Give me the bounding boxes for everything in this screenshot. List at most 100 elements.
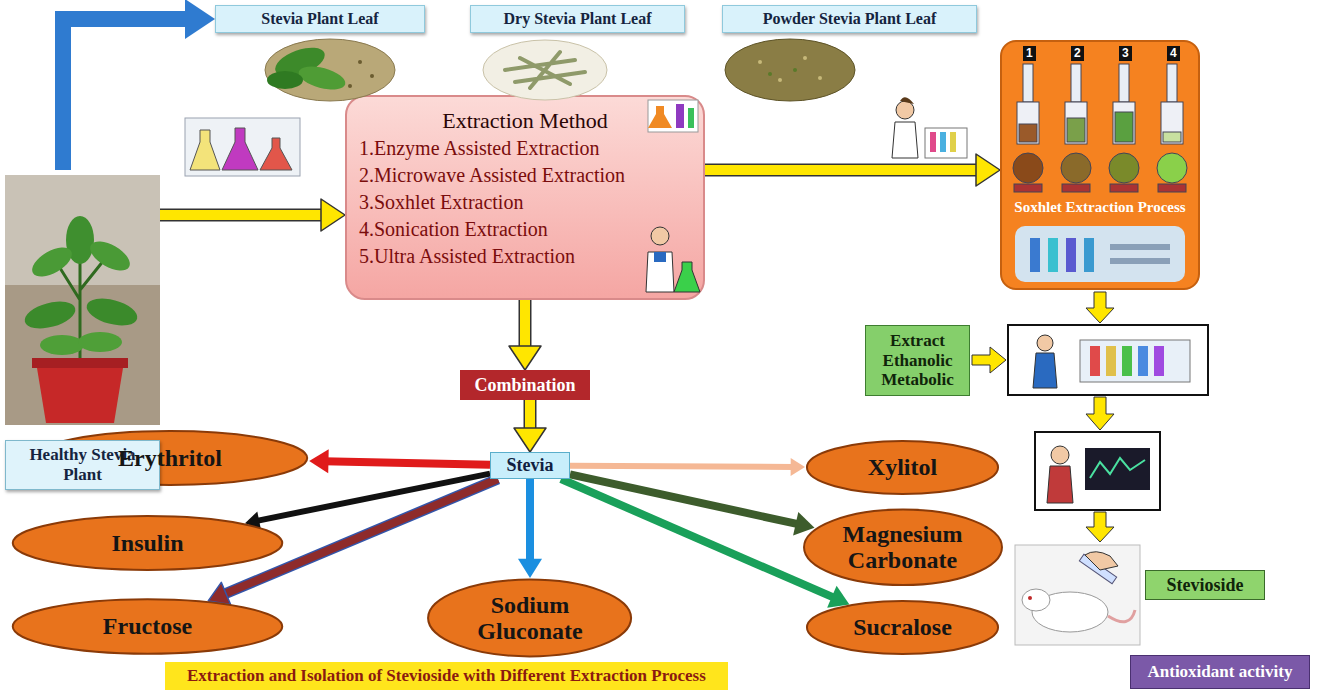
node-title: Fructose xyxy=(103,613,192,639)
leaf-label: Powder Stevia Plant Leaf xyxy=(722,5,977,33)
process-panel: Soxhlet Extraction Process xyxy=(1000,40,1200,290)
node-item: 4.Sonication Extraction xyxy=(359,216,691,243)
arrow-head xyxy=(976,154,1000,186)
flow-arrow xyxy=(309,449,490,473)
node-title: Extraction Method xyxy=(359,106,691,135)
dry-leaf-picture xyxy=(483,40,607,100)
oval-text-holder: Magnesium Carbonate xyxy=(833,521,973,574)
node-item: 3.Soxhlet Extraction xyxy=(359,189,691,216)
node-title: Extract Ethanolic Metabolic xyxy=(870,331,965,390)
node-title: Stevia Plant Leaf xyxy=(261,10,378,28)
flow-arrow-decor xyxy=(1086,397,1114,430)
result-box: Antioxidant activity xyxy=(1130,655,1310,689)
callout-number: 4 xyxy=(1167,46,1180,61)
product-oval: Magnesium Carbonate xyxy=(802,508,1004,587)
node-title: Powder Stevia Plant Leaf xyxy=(763,10,936,28)
caption-banner: Extraction and Isolation of Stevioside w… xyxy=(165,662,728,690)
flow-arrow xyxy=(570,474,815,535)
node-item: 1.Enzyme Assisted Extraction xyxy=(359,135,691,162)
flow-arrow xyxy=(509,300,541,370)
flow-arrow xyxy=(705,154,1000,186)
oval-text-holder: Insulin xyxy=(111,530,183,556)
tube-decor xyxy=(648,100,698,132)
node-title: Sodium Gluconate xyxy=(458,592,602,645)
flow-arrow xyxy=(518,479,542,578)
callout-number: 2 xyxy=(1071,46,1084,61)
arrow-outline xyxy=(160,209,327,222)
flow-arrow-decor xyxy=(1086,292,1114,323)
oval-text-holder: Erythritol xyxy=(118,445,222,471)
arrow-head xyxy=(208,582,230,604)
method-box: Extraction Method1.Enzyme Assisted Extra… xyxy=(345,95,705,300)
node-title: Stevia xyxy=(507,455,554,476)
process-box: Combination xyxy=(460,370,590,400)
arrow-head xyxy=(827,586,849,608)
arrow-shaft xyxy=(160,210,327,220)
soxhlet-apparatus xyxy=(1013,64,1187,192)
leaf-label: Dry Stevia Plant Leaf xyxy=(470,5,685,33)
node-title: Xylitol xyxy=(868,454,937,480)
product-oval: Fructose xyxy=(10,598,285,655)
arrow-head xyxy=(518,559,542,578)
node-title: Erythritol xyxy=(118,445,222,471)
arrow-outline xyxy=(519,300,532,352)
lab-photo xyxy=(1015,226,1185,282)
node-title: Dry Stevia Plant Leaf xyxy=(504,10,652,28)
arrow-head xyxy=(309,449,329,473)
node-title: Magnesium Carbonate xyxy=(833,521,973,574)
stevia-plant-picture xyxy=(5,175,160,425)
arrow-shaft xyxy=(705,165,982,175)
product-oval: Sucralose xyxy=(805,600,1000,655)
arrow-shaft xyxy=(561,479,836,599)
lab-screen-picture xyxy=(1008,325,1208,395)
callout-number: 1 xyxy=(1023,46,1036,61)
node-title: Soxhlet Extraction Process xyxy=(1008,199,1192,216)
callout-number: 3 xyxy=(1119,46,1132,61)
flow-arrow xyxy=(160,199,345,231)
flow-arrow-decor xyxy=(1086,512,1114,542)
arrow-shaft xyxy=(324,461,490,465)
arrow-head xyxy=(185,0,215,39)
process-box: Stevia xyxy=(490,452,570,479)
arrow-outline xyxy=(705,164,982,177)
arrow-head xyxy=(514,428,546,452)
process-box: Extract Ethanolic Metabolic xyxy=(865,325,970,396)
arrow-shaft xyxy=(570,466,794,467)
arrow-head xyxy=(791,458,805,476)
powder-leaf-picture xyxy=(725,39,855,101)
arrow-head xyxy=(321,199,345,231)
node-title: Stevioside xyxy=(1166,575,1243,596)
arrow-shaft xyxy=(526,479,534,564)
node-title: Sucralose xyxy=(853,614,952,640)
leaf-label: Stevia Plant Leaf xyxy=(215,5,425,33)
product-oval: Insulin xyxy=(10,515,285,571)
flow-arrow xyxy=(570,458,805,476)
oval-text-holder: Sucralose xyxy=(853,614,952,640)
product-oval: Xylitol xyxy=(805,440,1000,495)
node-item: 5.Ultra Assisted Extraction xyxy=(359,243,691,270)
oval-text-holder: Fructose xyxy=(103,613,192,639)
node-title: Insulin xyxy=(111,530,183,556)
result-box: Stevioside xyxy=(1145,570,1265,600)
node-title: Antioxidant activity xyxy=(1148,662,1293,682)
computer-picture xyxy=(1035,432,1160,510)
rat-picture xyxy=(1015,545,1140,645)
node-item: 2.Microwave Assisted Extraction xyxy=(359,162,691,189)
arrow-head xyxy=(509,346,541,370)
fresh-leaf-picture xyxy=(265,39,395,101)
node-title: Combination xyxy=(474,375,575,396)
flask-picture xyxy=(185,118,300,176)
product-oval: Sodium Gluconate xyxy=(426,578,633,658)
plant-node: Healthy Stevia Plant xyxy=(5,170,160,490)
scientist-picture xyxy=(892,97,967,158)
flow-arrow xyxy=(63,0,215,170)
arrow-shaft xyxy=(63,19,193,170)
flow-arrow xyxy=(514,400,546,452)
scientist-decor xyxy=(646,227,700,292)
oval-text-holder: Sodium Gluconate xyxy=(458,592,602,645)
flow-arrow-decor xyxy=(972,347,1006,373)
oval-text-holder: Xylitol xyxy=(868,454,937,480)
arrow-shaft xyxy=(520,300,530,352)
